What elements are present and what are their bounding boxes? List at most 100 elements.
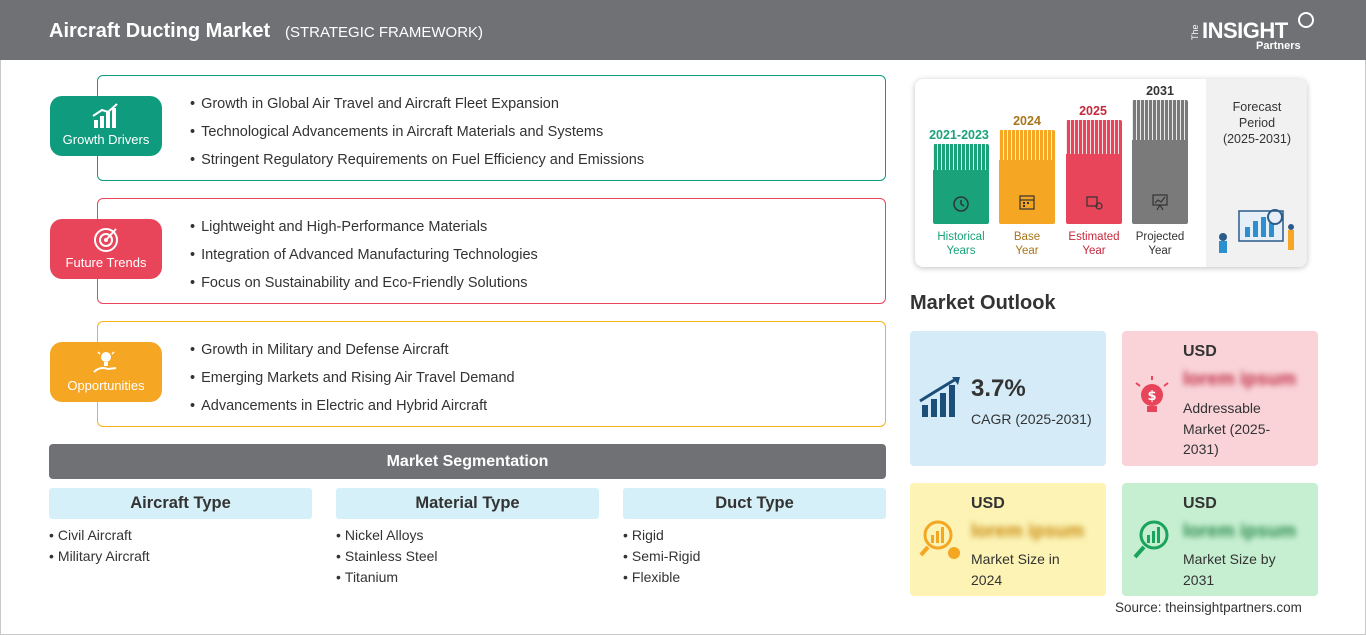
list-item: Integration of Advanced Manufacturing Te… — [190, 246, 538, 274]
forecast-period-label: Forecast Period (2025-2031) — [1211, 99, 1303, 147]
segment-heading: Material Type — [336, 488, 599, 519]
bar-stripes — [1066, 120, 1122, 154]
list-item: Flexible — [623, 567, 886, 588]
market-size-2024-card: USD lorem ipsum Market Size in 2024 — [910, 483, 1106, 596]
cagr-card: 3.7% CAGR (2025-2031) — [910, 331, 1106, 466]
historical-bar — [933, 144, 989, 224]
header-bar: Aircraft Ducting Market (STRATEGIC FRAME… — [0, 0, 1366, 60]
source-credit[interactable]: Source: theinsightpartners.com — [1115, 600, 1302, 615]
addressable-market-card: $ USD lorem ipsum Addressable Market (20… — [1122, 331, 1318, 466]
list-item: Nickel Alloys — [336, 525, 599, 546]
logo-the: The — [1190, 24, 1200, 40]
caption-line: Estimated — [1068, 231, 1120, 243]
base-bar — [999, 130, 1055, 224]
estimated-caption: Estimated Year — [1059, 230, 1129, 258]
projected-bar — [1132, 100, 1188, 224]
historical-caption: Historical Years — [926, 230, 996, 258]
future-trends-badge: Future Trends — [50, 219, 162, 279]
market-size-2031-value: lorem ipsum — [1183, 521, 1296, 542]
bar-stripes — [933, 144, 989, 170]
timeline-card: 2021-2023 Historical Years 2024 Base Yea… — [915, 79, 1307, 267]
opportunities-label: Opportunities — [67, 378, 145, 393]
caption-line: Years — [946, 245, 976, 257]
list-item: Growth in Global Air Travel and Aircraft… — [190, 95, 644, 123]
segment-material-type: Material Type Nickel Alloys Stainless St… — [336, 488, 599, 588]
history-icon — [953, 196, 969, 212]
bar-stripes — [999, 130, 1055, 160]
caption-line: Historical — [937, 231, 985, 243]
caption-line: Year — [1082, 245, 1106, 257]
target-icon — [94, 228, 118, 252]
forecast-line: Period — [1238, 116, 1276, 130]
segment-heading: Aircraft Type — [49, 488, 312, 519]
growth-drivers-label: Growth Drivers — [62, 132, 150, 147]
projected-caption: Projected Year — [1125, 230, 1195, 258]
year-label: 2031 — [1146, 84, 1174, 98]
market-size-2024-value: lorem ipsum — [971, 521, 1084, 542]
opportunities-box: Growth in Military and Defense Aircraft … — [97, 321, 886, 427]
market-outlook-title: Market Outlook — [910, 292, 1056, 314]
list-item: Stringent Regulatory Requirements on Fue… — [190, 151, 644, 179]
label-line: Market Size in — [971, 551, 1060, 567]
magnifier-growth-icon — [1133, 520, 1169, 559]
forecast-line: Forecast — [1232, 100, 1282, 114]
label-line: 2031) — [1183, 441, 1219, 457]
segment-duct-type: Duct Type Rigid Semi-Rigid Flexible — [623, 488, 886, 588]
opportunities-badge: Opportunities — [50, 342, 162, 402]
future-trends-label: Future Trends — [65, 255, 147, 270]
page-title: Aircraft Ducting Market — [49, 20, 271, 42]
year-label: 2025 — [1079, 104, 1107, 118]
label-line: Market Size by — [1183, 551, 1276, 567]
analyst-illustration-icon — [1219, 209, 1294, 253]
addressable-label: Addressable Market (2025- 2031) — [1183, 398, 1270, 460]
market-segmentation-header: Market Segmentation — [49, 444, 886, 479]
logo-ring-icon — [1298, 12, 1314, 28]
list-item: Civil Aircraft — [49, 525, 312, 546]
estimated-bar — [1066, 120, 1122, 224]
presentation-icon — [1152, 194, 1168, 211]
list-item: Titanium — [336, 567, 599, 588]
future-trends-box: Lightweight and High-Performance Materia… — [97, 198, 886, 304]
logo-insight: INSIGHT — [1202, 18, 1288, 43]
list-item: Stainless Steel — [336, 546, 599, 567]
cagr-value: 3.7% — [971, 375, 1026, 402]
bar-chart-icon — [92, 103, 118, 128]
caption-line: Projected — [1135, 231, 1185, 243]
list-item: Growth in Military and Defense Aircraft — [190, 341, 515, 369]
estimate-icon — [1086, 196, 1103, 210]
list-item: Military Aircraft — [49, 546, 312, 567]
year-label: 2021-2023 — [929, 128, 989, 142]
dollar-bulb-icon: $ — [1135, 376, 1169, 412]
label-line: 2031 — [1183, 571, 1215, 588]
currency-label: USD — [1183, 343, 1217, 360]
list-item: Advancements in Electric and Hybrid Airc… — [190, 397, 515, 425]
growth-drivers-box: Growth in Global Air Travel and Aircraft… — [97, 75, 886, 181]
growth-drivers-badge: Growth Drivers — [50, 96, 162, 156]
list-item: Rigid — [623, 525, 886, 546]
insight-partners-logo[interactable]: The INSIGHT Partners — [1190, 10, 1320, 54]
year-label: 2024 — [1013, 114, 1041, 128]
forecast-line: (2025-2031) — [1222, 132, 1292, 146]
magnifier-chart-icon — [919, 520, 960, 559]
cagr-label: CAGR (2025-2031) — [971, 411, 1092, 427]
list-item: Lightweight and High-Performance Materia… — [190, 218, 538, 246]
caption-line: Year — [1015, 245, 1039, 257]
caption-line: Base — [1013, 231, 1041, 243]
growth-chart-icon — [919, 377, 960, 417]
caption-line: Year — [1148, 245, 1172, 257]
list-item: Technological Advancements in Aircraft M… — [190, 123, 644, 151]
lightbulb-hand-icon — [93, 351, 117, 373]
page-subtitle: (STRATEGIC FRAMEWORK) — [285, 24, 484, 41]
svg-text:$: $ — [1147, 389, 1156, 404]
currency-label: USD — [971, 495, 1005, 512]
market-size-2031-label: Market Size by 2031 — [1183, 549, 1276, 590]
list-item: Focus on Sustainability and Eco-Friendly… — [190, 274, 538, 302]
label-line: 2024 — [971, 571, 1003, 588]
addressable-value: lorem ipsum — [1183, 369, 1296, 390]
list-item: Semi-Rigid — [623, 546, 886, 567]
market-size-2024-label: Market Size in 2024 — [971, 549, 1060, 590]
logo-partners: Partners — [1256, 40, 1301, 52]
segment-heading: Duct Type — [623, 488, 886, 519]
base-caption: Base Year — [992, 230, 1062, 258]
list-item: Emerging Markets and Rising Air Travel D… — [190, 369, 515, 397]
